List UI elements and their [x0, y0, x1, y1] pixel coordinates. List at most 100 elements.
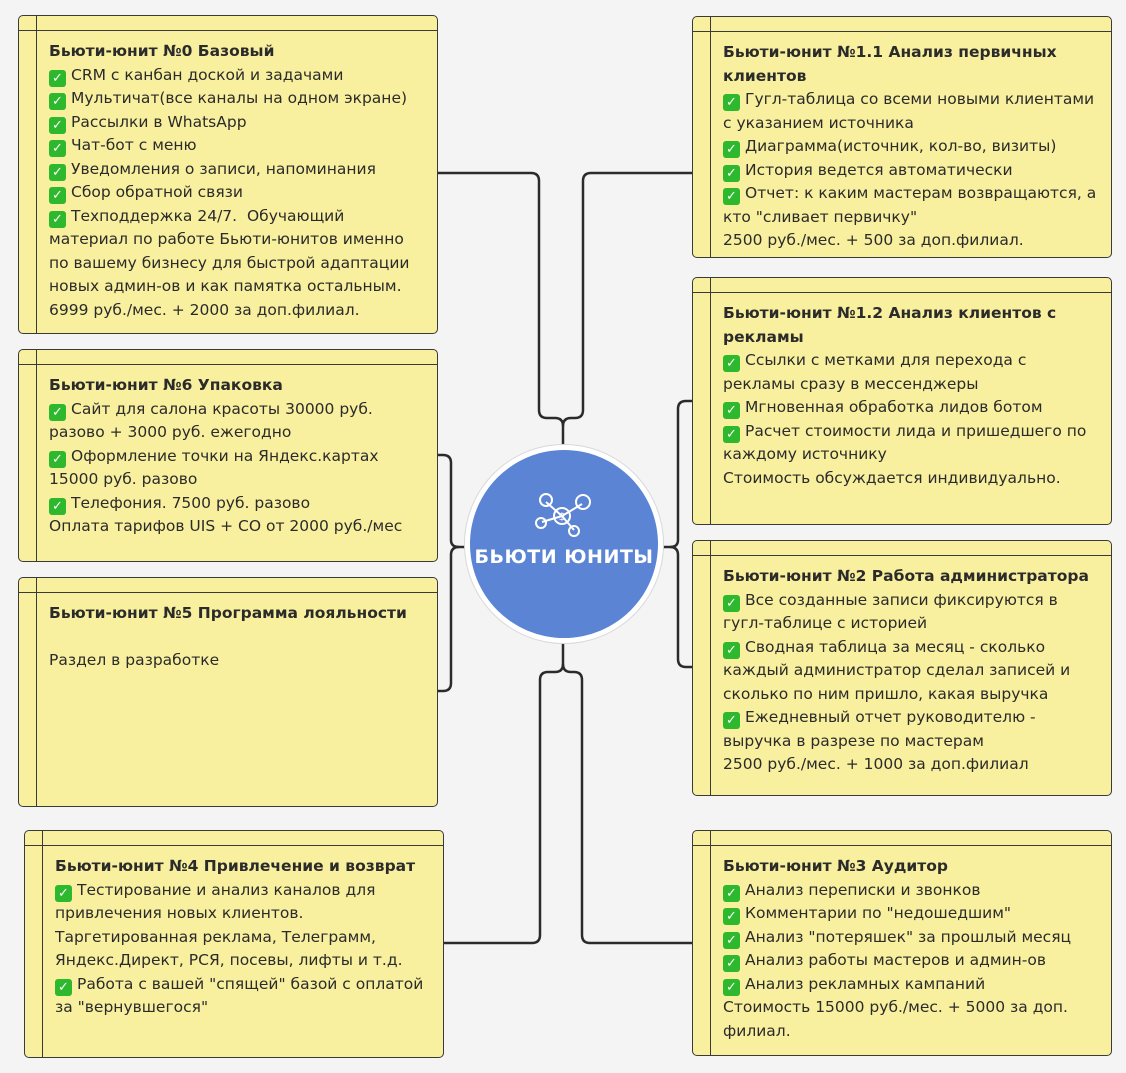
note-title: Бьюти-юнит №0 Базовый — [49, 42, 275, 60]
note-line: ✓Анализ работы мастеров и админ-ов — [723, 949, 1101, 973]
note-line-text: Расчет стоимости лида и пришедшего по ка… — [723, 421, 1092, 464]
note-line: ✓Расчет стоимости лида и пришедшего по к… — [723, 420, 1101, 467]
note-line-text: Раздел в разработке — [49, 651, 220, 669]
note-line: ✓Оформление точки на Яндекс.картах 15000… — [49, 445, 427, 492]
note-line-text: Сайт для салона красоты 30000 руб. разов… — [49, 399, 378, 442]
checkmark-icon: ✓ — [49, 187, 66, 204]
note-title: Бьюти-юнит №4 Привлечение и возврат — [55, 857, 416, 875]
note-line-text: Сбор обратной связи — [71, 183, 243, 201]
note-line: ✓Сводная таблица за месяц - сколько кажд… — [723, 636, 1101, 707]
checkmark-icon: ✓ — [723, 978, 740, 996]
checkmark-icon: ✓ — [723, 931, 740, 949]
note-line: ✓Ссылки с метками для перехода с рекламы… — [723, 349, 1101, 396]
checkmark-icon: ✓ — [723, 712, 740, 729]
note-line-text: Мгновенная обработка лидов ботом — [745, 398, 1043, 416]
note-line: ✓Гугл-таблица со всеми новыми клиентами … — [723, 88, 1101, 135]
note-line: ✓Ежедневный отчет руководителю - выручка… — [723, 706, 1101, 753]
note-line-text: Ссылки с метками для перехода с рекламы … — [723, 351, 1032, 393]
note-lines: ✓CRM с канбан доской и задачами✓Мультича… — [49, 64, 427, 323]
note-line: ✓ Мультичат(все каналы на одном экране) — [49, 87, 427, 111]
note-unit-6[interactable]: Бьюти-юнит №6 Упаковка ✓Сайт для салона … — [18, 349, 438, 562]
note-line: ✓ Анализ "потеряшек" за прошлый месяц — [723, 926, 1101, 950]
note-line-text: Комментарии по "недошедшим" — [745, 904, 1012, 922]
note-line: ✓CRM с канбан доской и задачами — [49, 64, 427, 88]
note-lines: ✓Сайт для салона красоты 30000 руб. разо… — [49, 398, 427, 539]
note-line-text: Работа с вашей "спящей" базой с оплатой … — [55, 974, 429, 1017]
checkmark-icon: ✓ — [55, 978, 72, 996]
note-line-text: Чат-бот с меню — [71, 136, 197, 154]
note-line-text: Техподдержка 24/7. Обучающий материал по… — [49, 206, 415, 296]
checkmark-icon: ✓ — [723, 402, 740, 419]
note-line: ✓Анализ переписки и звонков — [723, 879, 1101, 903]
note-line-text: Оплата тарифов UIS + СО от 2000 руб./мес — [49, 517, 403, 535]
note-title: Бьюти-юнит №5 Программа лояльности — [49, 604, 407, 622]
note-line-text: Все созданные записи фиксируются в гугл-… — [723, 590, 1063, 633]
note-line-text: Гугл-таблица со всеми новыми клиентами с… — [723, 90, 1100, 132]
note-line-text: Рассылки в WhatsApp — [71, 112, 247, 131]
note-title: Бьюти-юнит №6 Упаковка — [49, 376, 283, 394]
checkmark-icon: ✓ — [49, 450, 66, 468]
checkmark-icon: ✓ — [723, 884, 740, 902]
note-lines: ✓ Все созданные записи фиксируются в гугл… — [723, 589, 1101, 777]
connector-note-0 — [437, 171, 565, 448]
note-unit-5[interactable]: Бьюти-юнит №5 Программа лояльности Разде… — [18, 577, 438, 807]
hub-label: БЬЮТИ ЮНИТЫ — [474, 546, 654, 568]
note-line: ✓ Комментарии по "недошедшим" — [723, 902, 1101, 926]
checkmark-icon: ✓ — [49, 210, 66, 228]
note-line-text: Диаграмма(источник, кол-во, визиты) — [745, 137, 1057, 155]
checkmark-icon: ✓ — [723, 188, 740, 205]
note-lines: Раздел в разработке — [49, 626, 427, 673]
note-line — [49, 626, 427, 650]
note-line: ✓Работа с вашей "спящей" базой с оплатой… — [55, 973, 433, 1020]
checkmark-icon: ✓ — [723, 641, 740, 659]
note-line-text: Стоимость обсуждается индивидуально. — [723, 468, 1061, 487]
checkmark-icon: ✓ — [49, 403, 66, 421]
note-line-text: Анализ рекламных кампаний — [745, 974, 986, 993]
note-unit-0[interactable]: Бьюти-юнит №0 Базовый ✓CRM с канбан доск… — [18, 15, 438, 334]
checkmark-icon: ✓ — [49, 93, 66, 110]
note-line-text: Сводная таблица за месяц - сколько кажды… — [723, 637, 1076, 703]
note-unit-1-1[interactable]: Бьюти-юнит №1.1 Анализ первичных клиенто… — [692, 16, 1112, 258]
checkmark-icon: ✓ — [49, 116, 66, 134]
hub-circle[interactable]: $ БЬЮТИ ЮНИТЫ — [470, 450, 658, 638]
note-line-text: Анализ "потеряшек" за прошлый месяц — [745, 927, 1072, 946]
note-line: Стоимость обсуждается индивидуально. — [723, 467, 1101, 491]
note-line: ✓ Сбор обратной связи — [49, 181, 427, 205]
note-line: Стоимость 15000 руб./мес. + 5000 за доп.… — [723, 996, 1101, 1043]
note-line: ✓Тестирование и анализ каналов для привл… — [55, 879, 433, 973]
network-money-icon: $ — [535, 493, 591, 537]
note-line: ✓Все созданные записи фиксируются в гугл… — [723, 589, 1101, 636]
note-line-text: 6999 руб./мес. + 2000 за доп.филиал. — [49, 300, 360, 319]
note-line: ✓Сайт для салона красоты 30000 руб. разо… — [49, 398, 427, 445]
note-line: ✓ Диаграмма(источник, кол-во, визиты) — [723, 135, 1101, 159]
note-line: ✓Телефония. 7500 руб. разово — [49, 492, 427, 516]
note-unit-4[interactable]: Бьюти-юнит №4 Привлечение и возврат ✓Тес… — [24, 830, 444, 1058]
note-line: Раздел в разработке — [49, 649, 427, 673]
note-line-text: Уведомления о записи, напоминания — [71, 159, 376, 178]
checkmark-icon: ✓ — [723, 94, 740, 111]
note-line-text: 2500 руб./мес. + 1000 за доп.филиал — [723, 755, 1029, 773]
note-unit-3[interactable]: Бьюти-юнит №3 Аудитор ✓Анализ переписки … — [692, 830, 1112, 1056]
note-lines: ✓Гугл-таблица со всеми новыми клиентами … — [723, 88, 1101, 253]
note-line-text — [49, 628, 54, 646]
checkmark-icon: ✓ — [723, 355, 740, 372]
checkmark-icon: ✓ — [723, 164, 740, 182]
note-line-text: Тестирование и анализ каналов для привле… — [55, 880, 403, 970]
note-line: ✓Чат-бот с меню — [49, 134, 427, 158]
note-title: Бьюти-юнит №1.1 Анализ первичных клиенто… — [723, 43, 1057, 85]
note-line-text: Мультичат(все каналы на одном экране) — [71, 89, 408, 107]
checkmark-icon: ✓ — [723, 908, 740, 925]
note-lines: ✓Ссылки с метками для перехода с рекламы… — [723, 349, 1101, 490]
checkmark-icon: ✓ — [55, 884, 72, 902]
note-line: ✓ Уведомления о записи, напоминания — [49, 158, 427, 182]
note-title: Бьюти-юнит №2 Работа администратора — [723, 567, 1089, 585]
note-unit-2[interactable]: Бьюти-юнит №2 Работа администратора ✓ Все… — [692, 540, 1112, 796]
note-unit-1-2[interactable]: Бьюти-юнит №1.2 Анализ клиентов с реклам… — [692, 277, 1112, 525]
note-line-text: Отчет: к каким мастерам возвращаются, а … — [723, 184, 1102, 226]
checkmark-icon: ✓ — [49, 163, 66, 181]
note-title: Бьюти-юнит №1.2 Анализ клиентов с реклам… — [723, 304, 1057, 346]
checkmark-icon: ✓ — [49, 69, 66, 87]
note-line-text: Телефония. 7500 руб. разово — [71, 493, 311, 512]
svg-text:$: $ — [559, 510, 566, 523]
checkmark-icon: ✓ — [723, 141, 740, 158]
